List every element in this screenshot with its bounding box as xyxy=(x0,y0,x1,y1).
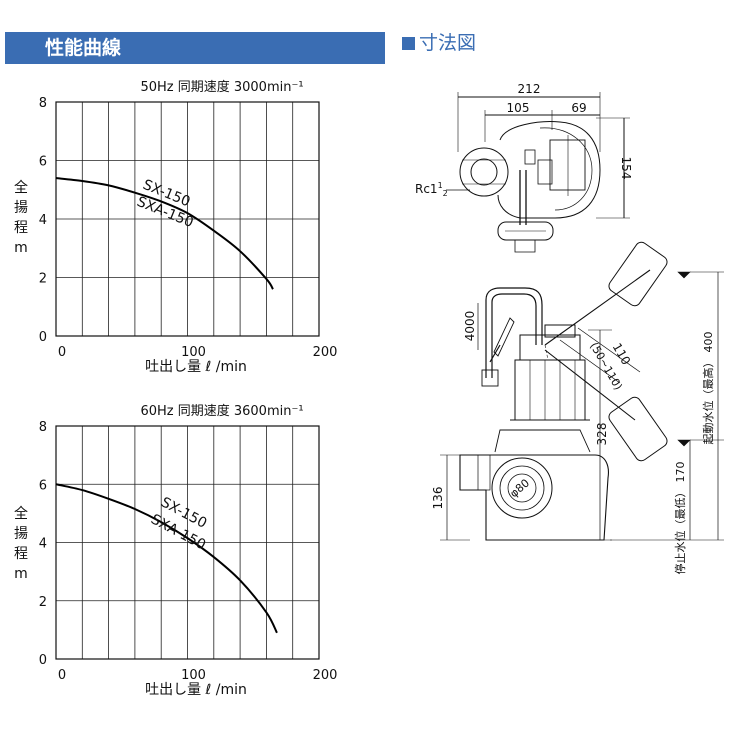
x-tick-label: 200 xyxy=(313,345,338,360)
x-tick-label: 0 xyxy=(58,668,66,683)
thread-label-main: Rc1 xyxy=(415,182,438,196)
start-level-value: 400 xyxy=(702,332,715,353)
start-level-text: 起動水位（最高） xyxy=(701,357,715,445)
x-tick-label: 0 xyxy=(58,345,66,360)
thread-label-sup: 1 xyxy=(438,181,443,190)
y-tick-label: 4 xyxy=(39,537,47,552)
y-tick-label: 6 xyxy=(39,478,47,493)
y-axis-label-char: 揚 xyxy=(14,199,28,216)
dimension-title-text: 寸法図 xyxy=(419,32,477,54)
y-tick-label: 4 xyxy=(39,213,47,228)
plot-frame xyxy=(55,425,320,660)
performance-header: 性能曲線 xyxy=(5,32,385,64)
performance-title: 性能曲線 xyxy=(45,37,122,59)
y-axis-label-char: 揚 xyxy=(14,525,28,542)
dim-body-height: 328 xyxy=(595,423,609,446)
stop-level-label: 停止水位（最低） 170 xyxy=(673,462,687,575)
x-axis-label: 吐出し量 ℓ /min xyxy=(145,359,247,375)
y-tick-label: 8 xyxy=(39,96,47,111)
dimension-drawing xyxy=(440,92,724,541)
y-tick-label: 0 xyxy=(39,653,47,668)
y-axis-label-char: m xyxy=(14,566,28,582)
chart-title: 50Hz 同期速度 3000min⁻¹ xyxy=(140,79,303,95)
x-tick-label: 200 xyxy=(313,668,338,683)
stop-level-value: 170 xyxy=(674,462,687,483)
dim-left-width: 105 xyxy=(507,101,530,115)
dim-base-height: 136 xyxy=(431,487,445,510)
y-axis-label-char: 全 xyxy=(14,179,28,196)
dim-float-arm: 110 xyxy=(610,341,634,368)
x-tick-label: 100 xyxy=(181,345,206,360)
pump-top-view xyxy=(446,92,630,253)
chart-50hz: 0 2 4 6 8 0 100 200 50Hz 同期速度 3000min⁻¹ 吐出し量 ℓ /m… xyxy=(14,79,337,375)
y-tick-label: 2 xyxy=(39,272,47,287)
dim-cord-length: 4000 xyxy=(463,311,477,342)
start-level-label: 起動水位（最高） 400 xyxy=(701,332,715,445)
y-tick-label: 6 xyxy=(39,155,47,170)
x-axis-label: 吐出し量 ℓ /min xyxy=(145,682,247,698)
chart-title: 60Hz 同期速度 3600min⁻¹ xyxy=(140,403,303,419)
y-tick-label: 8 xyxy=(39,420,47,435)
thread-label-sub: 2 xyxy=(443,189,448,198)
pump-side-view xyxy=(440,241,724,541)
series-line xyxy=(55,177,274,290)
x-tick-label: 100 xyxy=(181,668,206,683)
dim-depth: 154 xyxy=(619,157,633,180)
chart-60hz: 0 2 4 6 8 0 100 200 60Hz 同期速度 3600min⁻¹ 吐出し量 ℓ /m… xyxy=(14,403,337,698)
y-tick-label: 2 xyxy=(39,595,47,610)
dim-right-width: 69 xyxy=(571,101,586,115)
y-tick-label: 0 xyxy=(39,330,47,345)
dim-overall-width: 212 xyxy=(518,82,541,96)
stop-level-text: 停止水位（最低） xyxy=(673,487,687,575)
plot-frame xyxy=(55,101,320,337)
y-axis-label-char: 全 xyxy=(14,505,28,522)
dimension-labels: 212 105 69 154 Rc112 4000 110 (50~110) 3… xyxy=(415,82,715,575)
y-axis-label-char: m xyxy=(14,240,28,256)
dimension-title: 寸法図 xyxy=(402,30,476,56)
thread-label: Rc112 xyxy=(415,181,448,198)
y-axis-label-char: 程 xyxy=(14,220,28,236)
square-bullet-icon xyxy=(402,37,415,50)
series-line xyxy=(55,483,278,634)
y-axis-label-char: 程 xyxy=(14,546,28,562)
